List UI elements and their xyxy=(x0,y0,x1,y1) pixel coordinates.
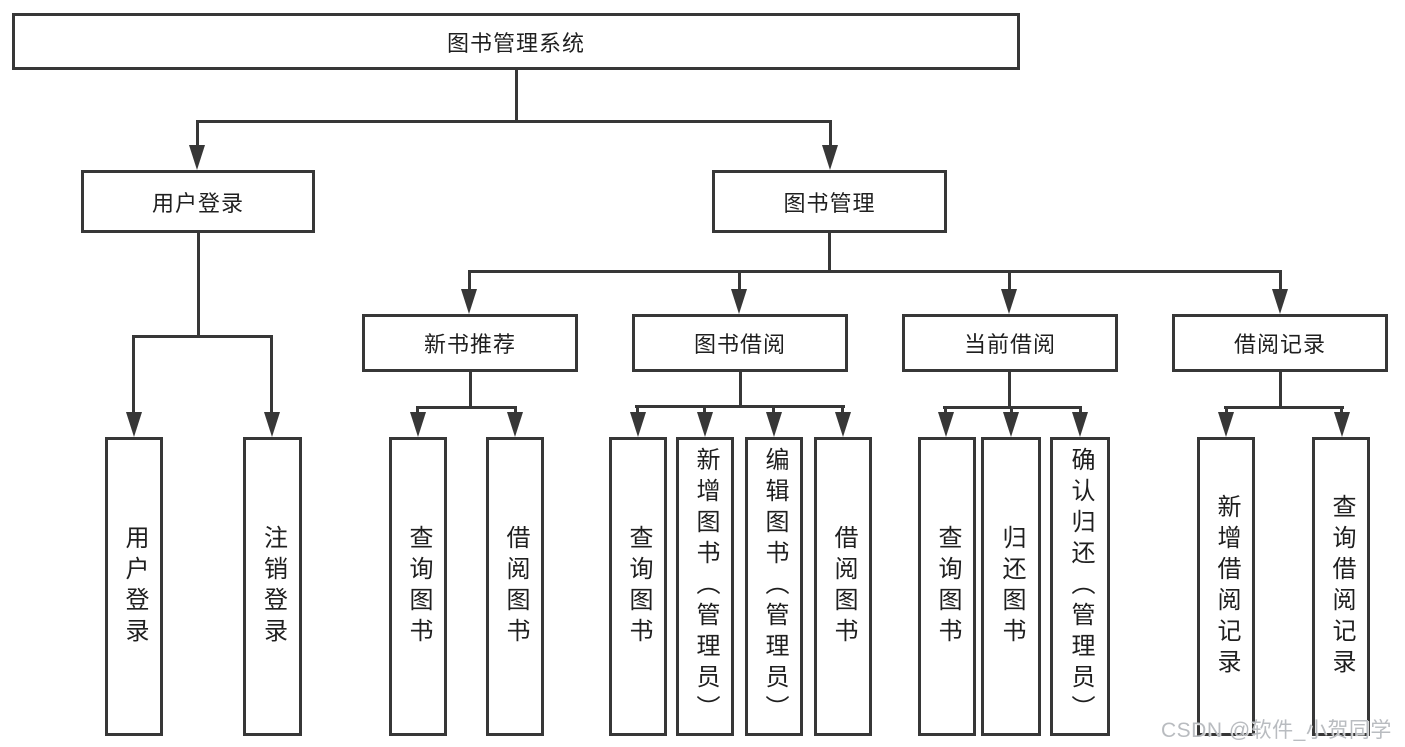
leaf-logout-login: 注销登录 xyxy=(243,437,302,736)
node-label: 图书借阅 xyxy=(693,332,786,357)
arrow-down-icon xyxy=(1218,412,1234,437)
node-label: 借阅记录 xyxy=(1233,332,1326,357)
connector-line xyxy=(829,120,832,150)
arrow-down-icon xyxy=(731,289,747,314)
arrow-down-icon xyxy=(410,412,426,437)
node-label: 图书管理 xyxy=(783,190,876,216)
connector-line xyxy=(416,406,419,416)
connector-line xyxy=(703,405,706,416)
connector-line xyxy=(1279,372,1282,409)
connector-line xyxy=(944,406,947,416)
arrow-down-icon xyxy=(835,412,851,437)
leaf-edit-books-admin: 编辑图书（管理员） xyxy=(745,437,803,736)
connector-line xyxy=(738,270,741,292)
leaf-label: 归还图书 xyxy=(998,524,1025,649)
leaf-query-books-recommend: 查询图书 xyxy=(389,437,447,736)
connector-line xyxy=(1079,406,1082,416)
node-new-book-recommendation: 新书推荐 xyxy=(362,314,578,372)
connector-line xyxy=(416,406,517,409)
connector-line xyxy=(841,405,844,416)
arrow-down-icon xyxy=(461,289,477,314)
node-label: 当前借阅 xyxy=(963,332,1056,357)
connector-line xyxy=(1224,406,1344,409)
arrow-down-icon xyxy=(1334,412,1350,437)
node-book-management: 图书管理 xyxy=(712,170,947,233)
arrow-down-icon xyxy=(126,412,142,437)
leaf-label: 查询图书 xyxy=(625,524,652,649)
arrow-down-icon xyxy=(1272,289,1288,314)
node-label: 新书推荐 xyxy=(423,332,516,357)
connector-line xyxy=(197,233,200,335)
leaf-label: 新增借阅记录 xyxy=(1213,493,1240,680)
arrow-down-icon xyxy=(630,412,646,437)
connector-line xyxy=(196,120,199,150)
arrow-down-icon xyxy=(189,145,205,170)
node-current-borrowing: 当前借阅 xyxy=(902,314,1118,372)
connector-line xyxy=(515,69,518,121)
connector-line xyxy=(1010,406,1013,416)
arrow-down-icon xyxy=(264,412,280,437)
connector-line xyxy=(1340,406,1343,416)
arrow-down-icon xyxy=(1003,412,1019,437)
leaf-return-books: 归还图书 xyxy=(981,437,1041,736)
watermark-text: CSDN @软件_小贺同学 xyxy=(1161,719,1392,742)
leaf-user-login: 用户登录 xyxy=(105,437,163,736)
arrow-down-icon xyxy=(766,412,782,437)
leaf-query-borrow-record: 查询借阅记录 xyxy=(1312,437,1370,736)
leaf-label: 注销登录 xyxy=(259,524,287,649)
connector-line xyxy=(739,372,742,408)
node-user-login: 用户登录 xyxy=(81,170,315,233)
arrow-down-icon xyxy=(507,412,523,437)
node-borrowing-records: 借阅记录 xyxy=(1172,314,1388,372)
arrow-down-icon xyxy=(1072,412,1088,437)
connector-line xyxy=(132,335,135,417)
leaf-confirm-return-admin: 确认归还（管理员） xyxy=(1050,437,1110,736)
leaf-label: 查询借阅记录 xyxy=(1328,493,1355,680)
connector-line xyxy=(1008,372,1011,408)
connector-line xyxy=(270,335,273,417)
node-system-root: 图书管理系统 xyxy=(12,13,1020,70)
arrow-down-icon xyxy=(822,145,838,170)
leaf-query-books-borrowing: 查询图书 xyxy=(609,437,667,736)
connector-line xyxy=(132,335,273,338)
arrow-down-icon xyxy=(938,412,954,437)
connector-line xyxy=(772,405,775,416)
connector-line xyxy=(1279,270,1282,292)
leaf-label: 查询图书 xyxy=(934,524,961,649)
connector-line xyxy=(1008,270,1011,292)
connector-line xyxy=(636,405,639,416)
connector-line xyxy=(196,120,832,123)
connector-line xyxy=(635,405,845,408)
leaf-label: 用户登录 xyxy=(121,524,148,649)
arrow-down-icon xyxy=(1001,289,1017,314)
connector-line xyxy=(514,406,517,416)
leaf-label: 新增图书（管理员） xyxy=(692,447,719,726)
connector-line xyxy=(469,372,472,409)
leaf-label: 编辑图书（管理员） xyxy=(761,447,788,726)
leaf-query-books-current: 查询图书 xyxy=(918,437,976,736)
leaf-label: 借阅图书 xyxy=(830,524,857,649)
node-book-borrowing: 图书借阅 xyxy=(632,314,848,372)
node-label: 用户登录 xyxy=(151,190,244,216)
leaf-add-books-admin: 新增图书（管理员） xyxy=(676,437,734,736)
leaf-label: 确认归还（管理员） xyxy=(1067,447,1094,726)
leaf-borrow-books-recommend: 借阅图书 xyxy=(486,437,544,736)
connector-line xyxy=(828,233,831,273)
leaf-add-borrow-record: 新增借阅记录 xyxy=(1197,437,1255,736)
leaf-label: 借阅图书 xyxy=(502,524,529,649)
connector-line xyxy=(468,270,1282,273)
connector-line xyxy=(468,270,471,292)
node-label: 图书管理系统 xyxy=(446,30,585,56)
leaf-borrow-books-borrowing: 借阅图书 xyxy=(814,437,872,736)
connector-line xyxy=(1225,406,1228,416)
leaf-label: 查询图书 xyxy=(405,524,432,649)
arrow-down-icon xyxy=(697,412,713,437)
